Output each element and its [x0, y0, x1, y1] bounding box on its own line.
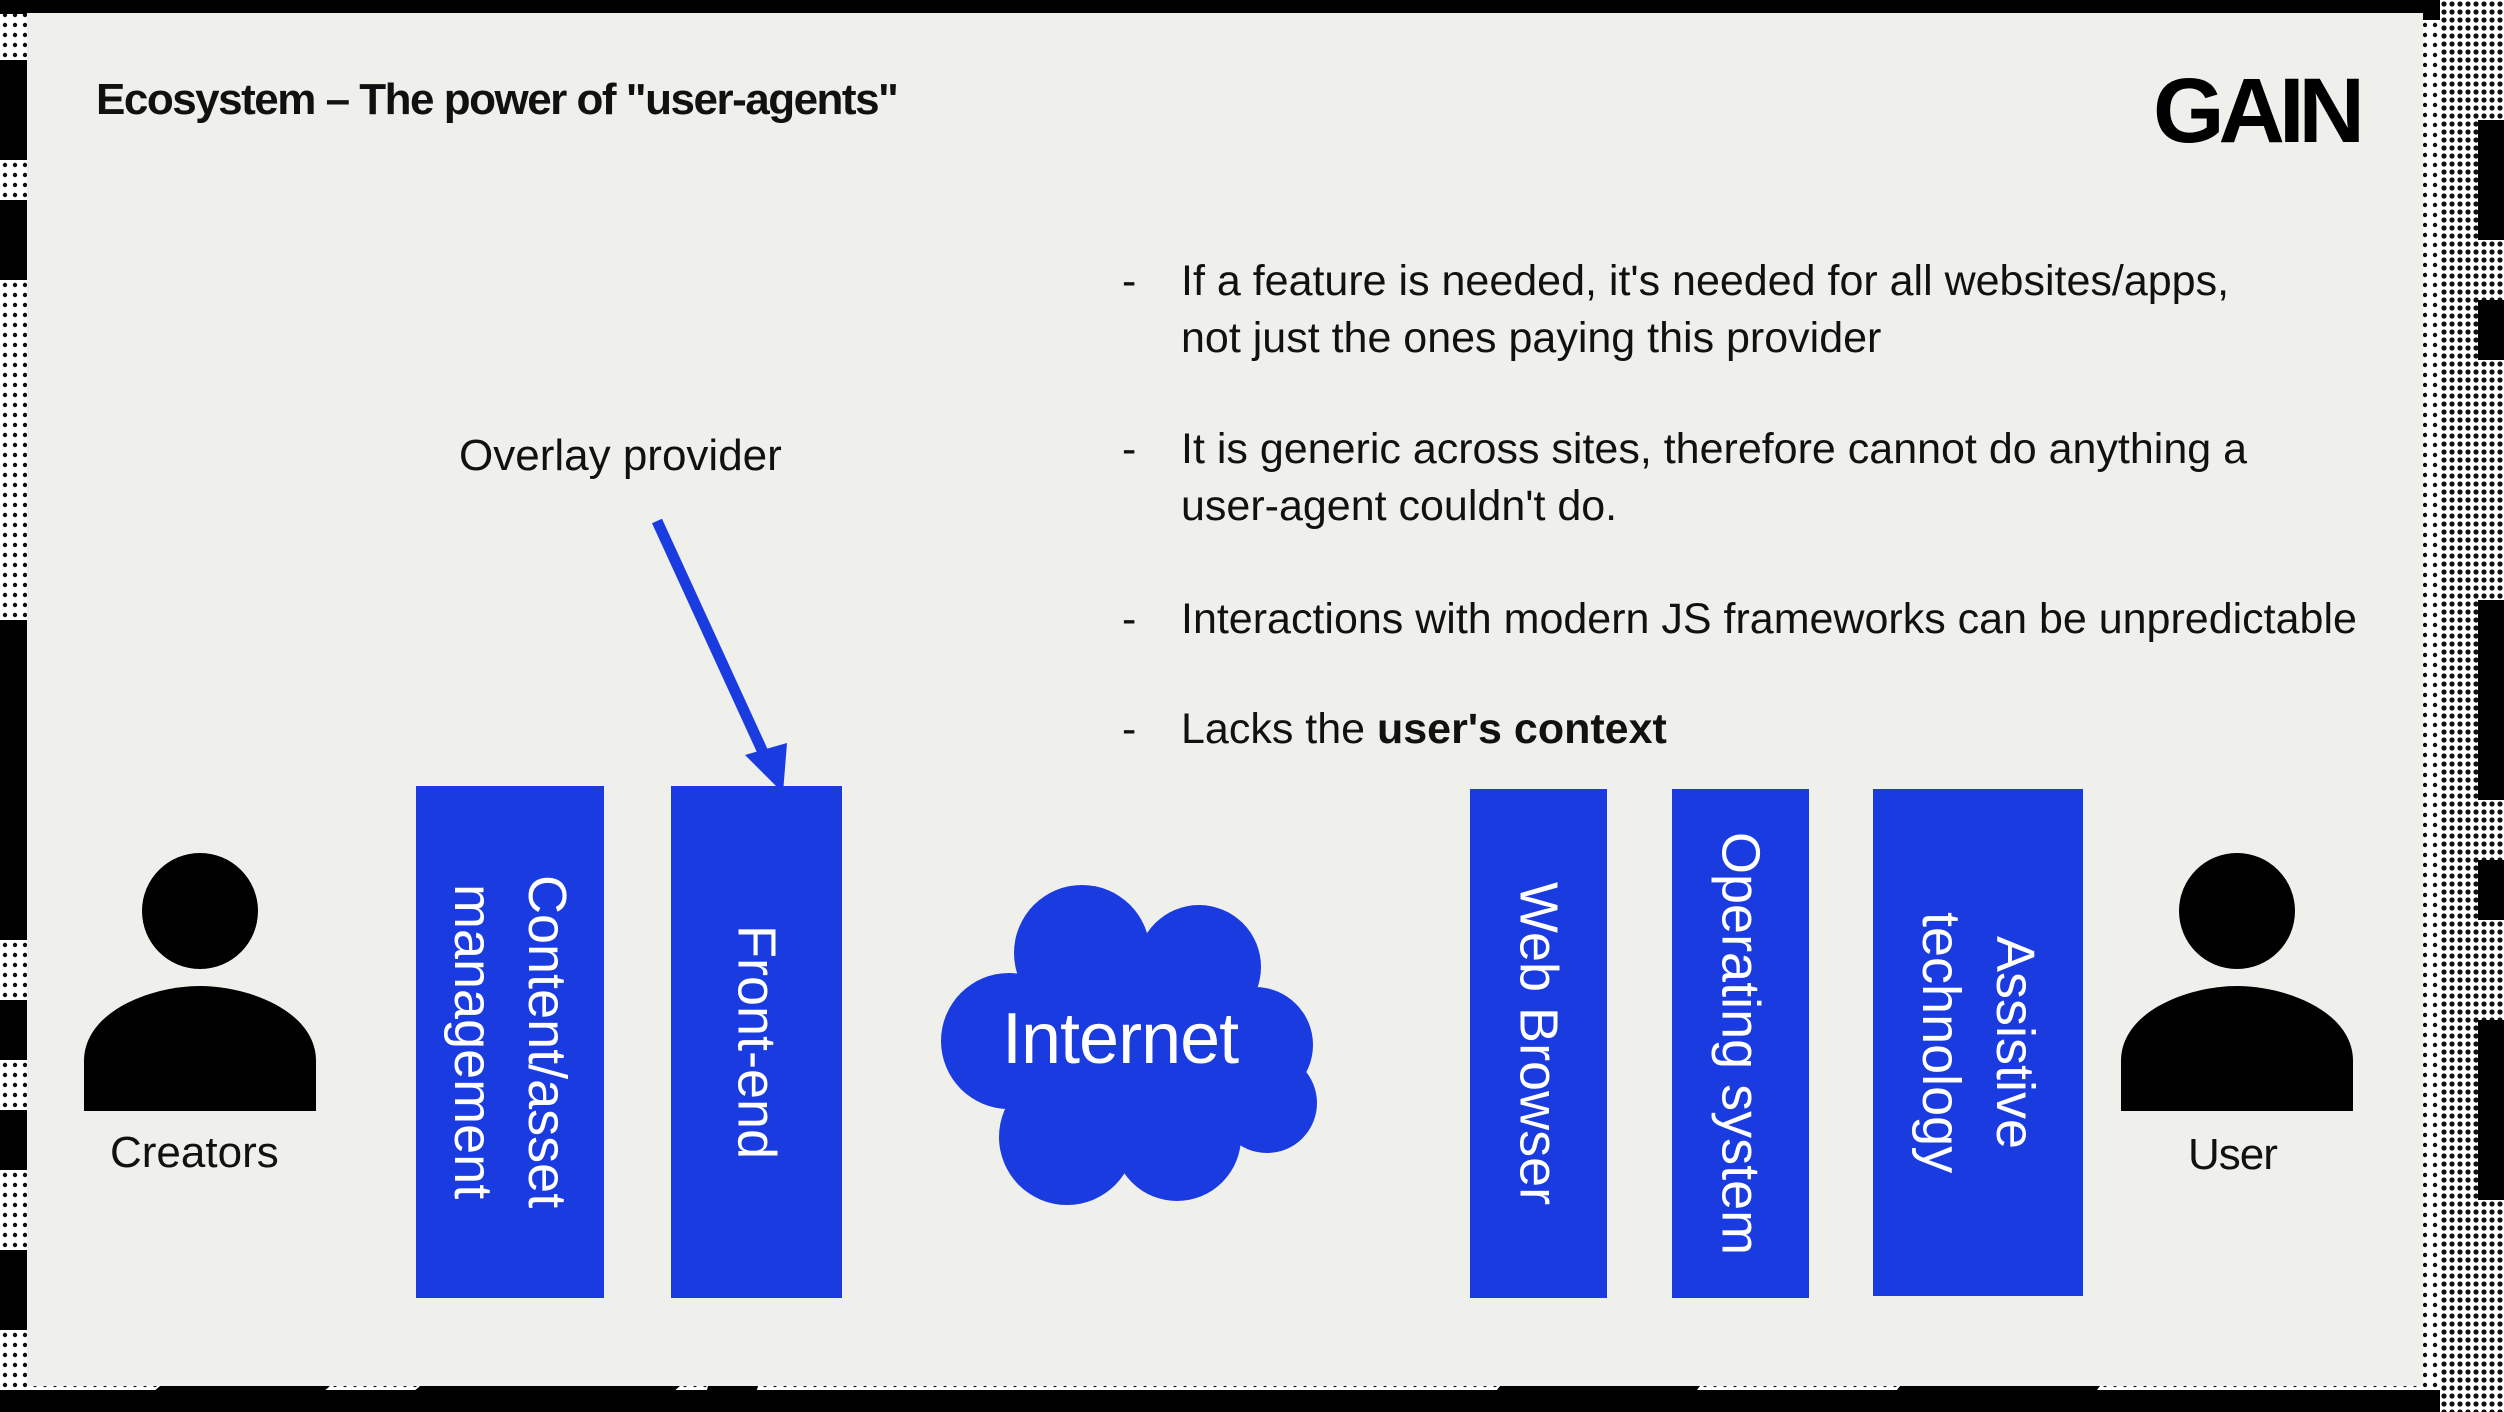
content-management-line: Content/asset	[517, 875, 577, 1209]
slide-title: Ecosystem – The power of "user-agents"	[96, 75, 899, 124]
assistive-technology-line: Assistive	[1985, 935, 2045, 1150]
assistive-technology-label: Assistive technology	[1904, 912, 2052, 1173]
bullet-text: Interactions with modern JS frameworks c…	[1181, 591, 2461, 648]
assistive-technology-box: Assistive technology	[1873, 789, 2083, 1296]
bullet-dash: -	[1122, 595, 1137, 643]
cloud-icon	[941, 885, 1317, 1205]
bullet-text: If a feature is needed, it's needed for …	[1181, 253, 2461, 367]
web-browser-label: Web Browser	[1508, 881, 1569, 1206]
user-person-icon	[2121, 853, 2353, 1111]
brand-logo: GAIN	[2153, 60, 2365, 162]
bullet-dash: -	[1122, 425, 1137, 473]
arrow-icon	[652, 518, 787, 793]
assistive-technology-line: technology	[1911, 911, 1971, 1174]
bullet-line: Interactions with modern JS frameworks c…	[1181, 595, 2357, 643]
content-management-box: Content/asset management	[416, 786, 604, 1298]
bullet-line: It is generic across sites, therefore ca…	[1181, 425, 2248, 473]
overlay-provider-label: Overlay provider	[459, 431, 782, 480]
content-management-line: management	[443, 884, 503, 1200]
frontend-box: Front-end	[671, 786, 842, 1298]
bullet-dash: -	[1122, 257, 1137, 305]
bullet-bold: user's context	[1377, 705, 1667, 753]
bullet-line: If a feature is needed, it's needed for …	[1181, 257, 2230, 305]
bullet-line: not just the ones paying this provider	[1181, 314, 1882, 362]
bullet-prefix: Lacks the	[1181, 705, 1377, 753]
operating-system-label: Operating system	[1710, 831, 1771, 1256]
bullet-text: Lacks the user's context	[1181, 701, 2461, 758]
content-management-label: Content/asset management	[436, 875, 584, 1208]
slide-card: Ecosystem – The power of "user-agents" G…	[27, 13, 2423, 1386]
operating-system-box: Operating system	[1672, 789, 1809, 1298]
frontend-label: Front-end	[726, 924, 787, 1160]
bullet-text: It is generic across sites, therefore ca…	[1181, 421, 2461, 535]
bullet-line: user-agent couldn't do.	[1181, 482, 1618, 530]
creators-person-icon	[84, 853, 316, 1111]
web-browser-box: Web Browser	[1470, 789, 1607, 1298]
bullet-dash: -	[1122, 705, 1137, 753]
creators-label: Creators	[110, 1128, 279, 1177]
internet-label: Internet	[1002, 999, 1239, 1079]
user-label: User	[2188, 1130, 2278, 1179]
